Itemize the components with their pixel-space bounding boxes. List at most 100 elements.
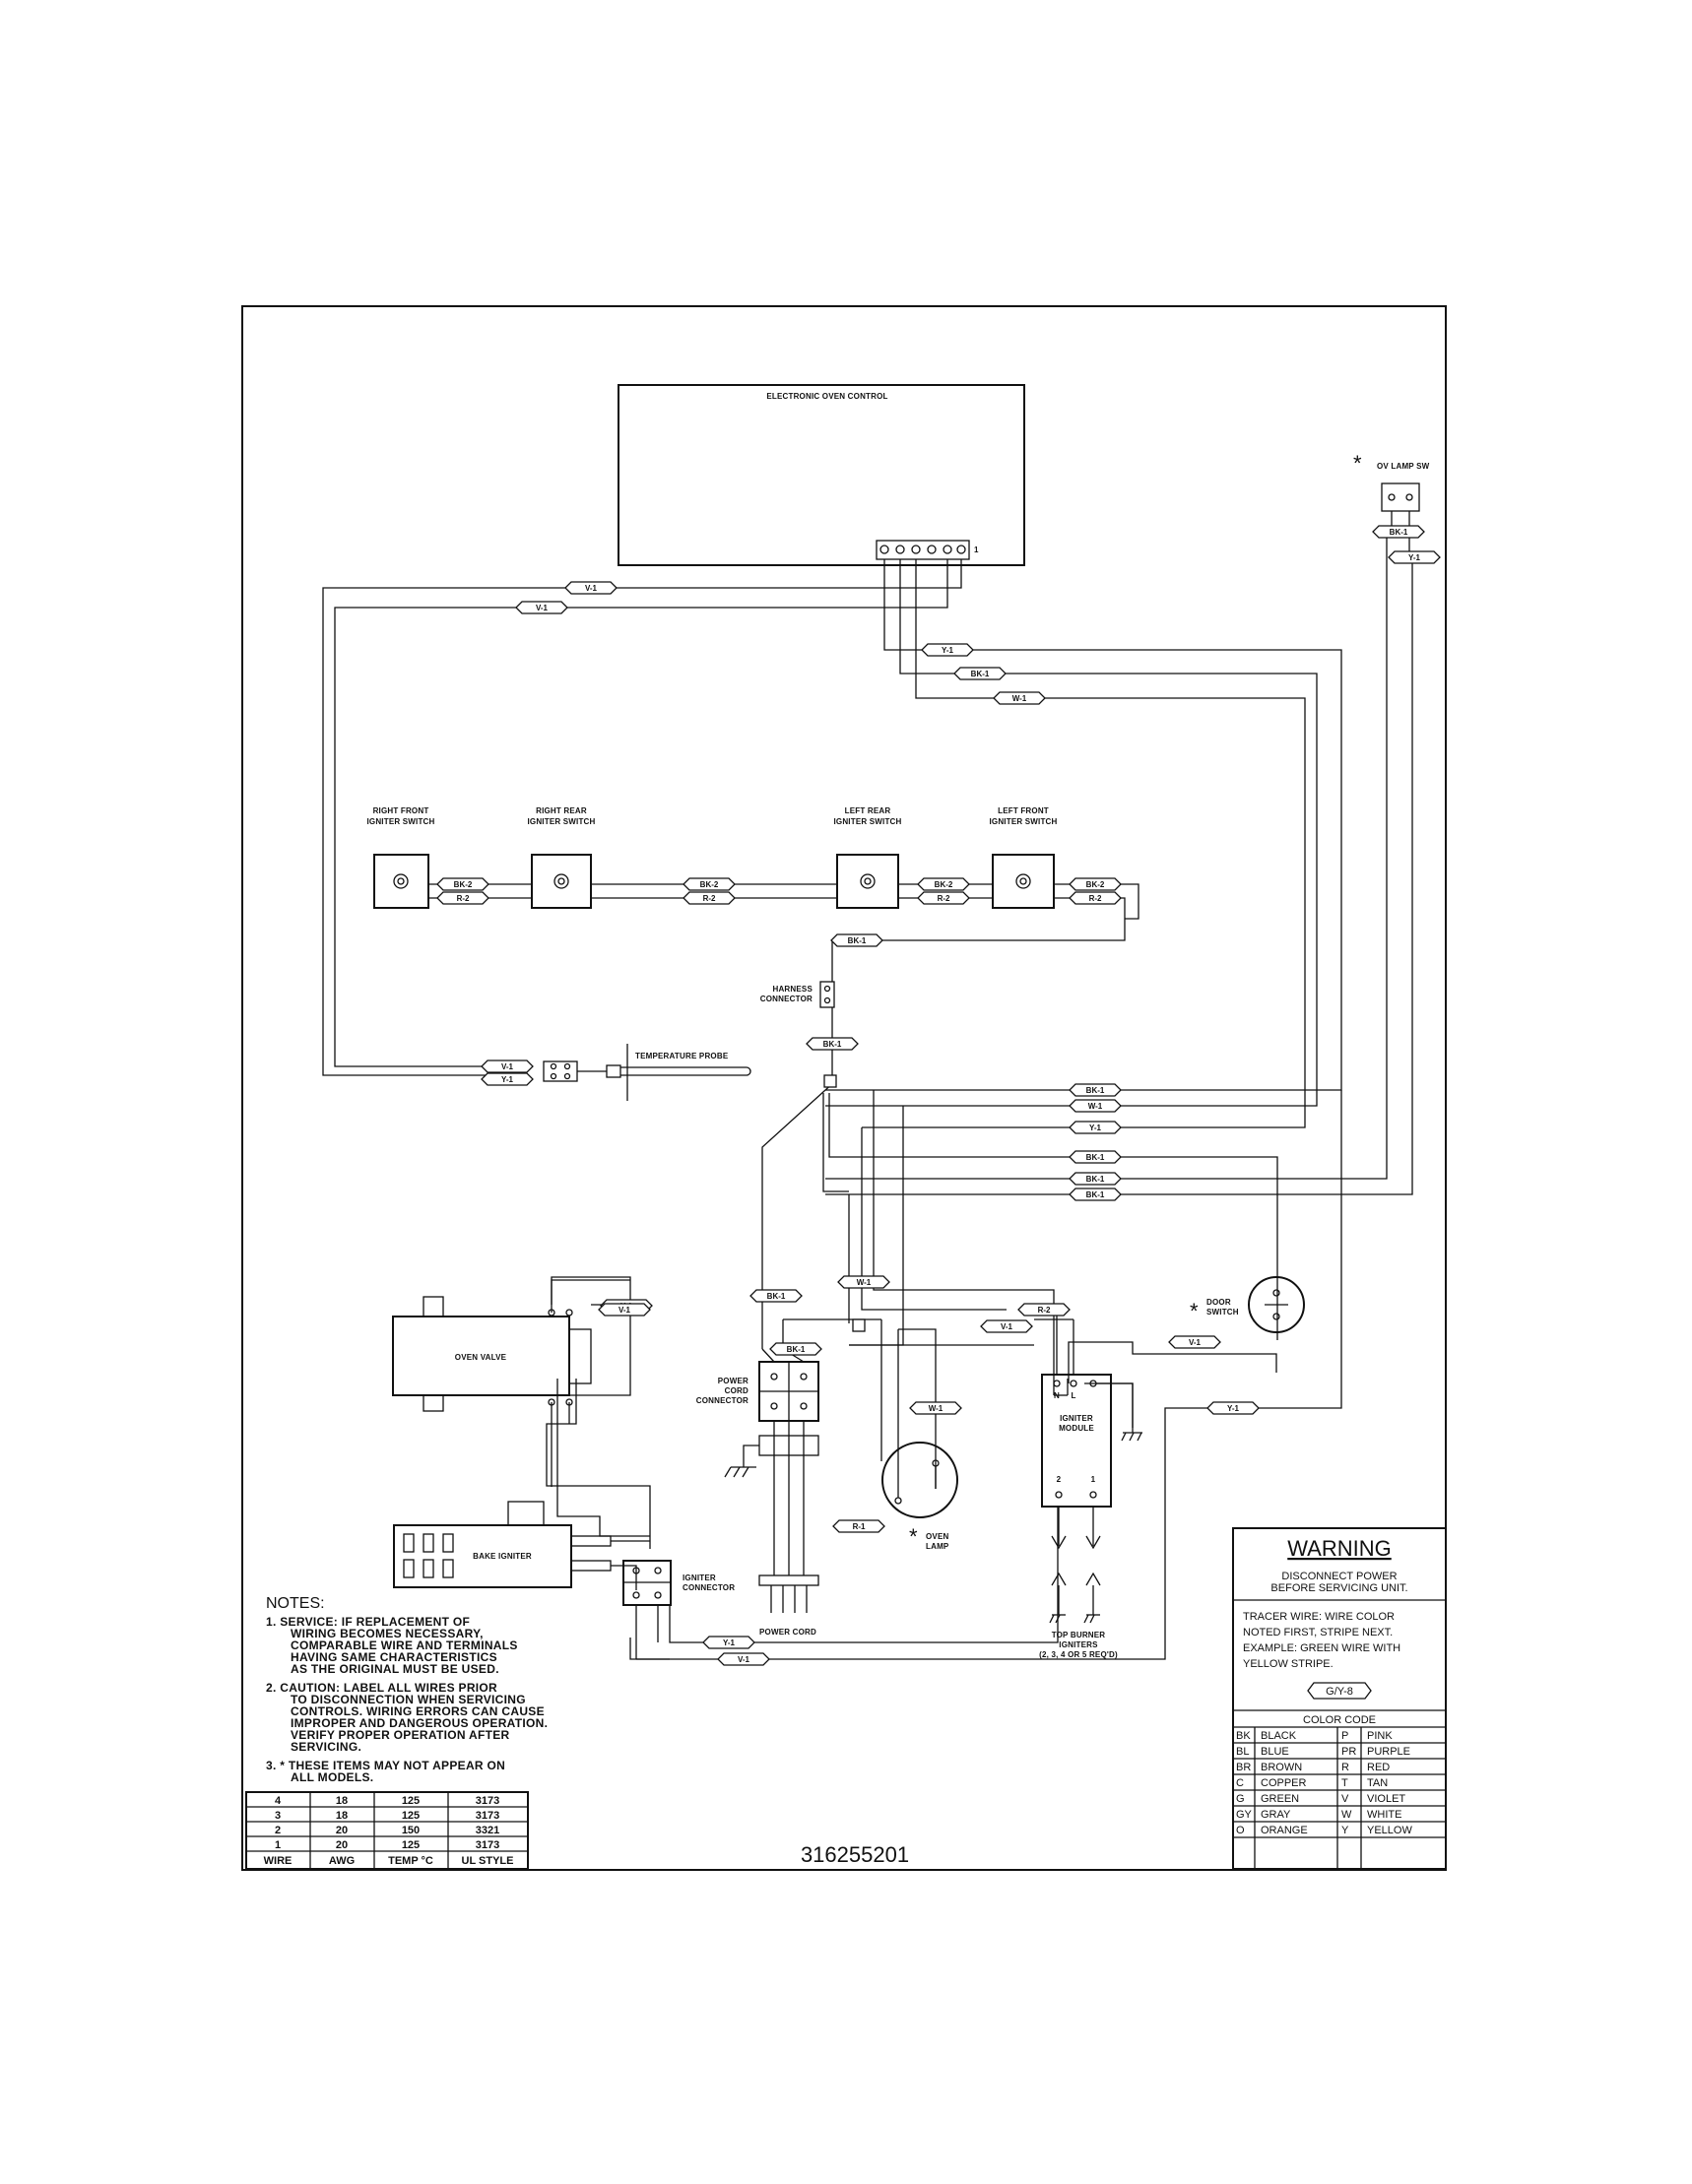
color-abbr: BL bbox=[1236, 1746, 1249, 1758]
color-abbr: C bbox=[1236, 1777, 1244, 1789]
wire-label: BK-1 bbox=[1086, 1153, 1105, 1162]
wire-label: Y-1 bbox=[1227, 1404, 1240, 1413]
note-1-line-4: HAVING SAME CHARACTERISTICS bbox=[291, 1650, 497, 1664]
color-name: GRAY bbox=[1261, 1809, 1291, 1821]
wire-label: Y-1 bbox=[723, 1638, 736, 1647]
tracer-line-3: EXAMPLE: GREEN WIRE WITH bbox=[1243, 1642, 1400, 1654]
color-name: ORANGE bbox=[1261, 1825, 1308, 1836]
lr-igniter-label-2: IGNITER SWITCH bbox=[833, 817, 901, 826]
asterisk-mark: * bbox=[1353, 451, 1362, 476]
wire-row-3-ul: 3321 bbox=[476, 1825, 499, 1836]
wire-label: V-1 bbox=[536, 604, 549, 612]
tracer-line-2: NOTED FIRST, STRIPE NEXT. bbox=[1243, 1627, 1393, 1638]
wire-header-wire: WIRE bbox=[264, 1855, 293, 1867]
wire-label: R-2 bbox=[703, 894, 716, 903]
part-number: 316255201 bbox=[801, 1842, 909, 1867]
bake-igniter-label: BAKE IGNITER bbox=[473, 1552, 532, 1561]
color-name: COPPER bbox=[1261, 1777, 1307, 1789]
color-name: VIOLET bbox=[1367, 1793, 1405, 1805]
color-code-title: COLOR CODE bbox=[1303, 1714, 1376, 1726]
control-label: ELECTRONIC OVEN CONTROL bbox=[766, 392, 887, 401]
color-abbr: O bbox=[1236, 1825, 1245, 1836]
wire-label: BK-1 bbox=[1086, 1175, 1105, 1184]
module-label-1: IGNITER bbox=[1060, 1414, 1093, 1423]
color-abbr: BR bbox=[1236, 1762, 1251, 1773]
color-abbr: PR bbox=[1341, 1746, 1356, 1758]
wire-row-1-wire: 4 bbox=[275, 1795, 282, 1807]
color-abbr: R bbox=[1341, 1762, 1349, 1773]
top-burner-label-1: TOP BURNER bbox=[1052, 1631, 1106, 1639]
note-2-line-1: 2. CAUTION: LABEL ALL WIRES PRIOR bbox=[266, 1681, 497, 1695]
wire-label: R-2 bbox=[457, 894, 470, 903]
wire-header-temp: TEMP °C bbox=[388, 1855, 433, 1867]
note-2-line-4: IMPROPER AND DANGEROUS OPERATION. bbox=[291, 1716, 548, 1730]
note-1-line-3: COMPARABLE WIRE AND TERMINALS bbox=[291, 1638, 518, 1652]
door-asterisk: * bbox=[1190, 1299, 1199, 1323]
color-abbr: T bbox=[1341, 1777, 1348, 1789]
wire-label: Y-1 bbox=[501, 1075, 514, 1084]
oven-valve: OVEN VALVE bbox=[392, 1279, 630, 1487]
junction-node bbox=[852, 1318, 866, 1332]
color-name: WHITE bbox=[1367, 1809, 1401, 1821]
power-cord-label: POWER CORD bbox=[759, 1628, 816, 1637]
wire-label: W-1 bbox=[1088, 1102, 1103, 1111]
wire-row-4-temp: 125 bbox=[402, 1839, 420, 1851]
rr-igniter-label-1: RIGHT REAR bbox=[536, 806, 587, 815]
rf-igniter-label-1: RIGHT FRONT bbox=[373, 806, 429, 815]
color-name: BLACK bbox=[1261, 1730, 1297, 1742]
wire-label: W-1 bbox=[857, 1278, 872, 1287]
tracer-example: G/Y-8 bbox=[1326, 1686, 1353, 1698]
warning-line-2: BEFORE SERVICING UNIT. bbox=[1270, 1582, 1407, 1594]
wire-label: BK-2 bbox=[700, 880, 719, 889]
wire-label: BK-1 bbox=[971, 670, 990, 678]
wire-spec-table: 4 18 125 3173 3 18 125 3173 2 20 150 332… bbox=[245, 1791, 529, 1870]
wire-header-awg: AWG bbox=[329, 1855, 355, 1867]
wire-label: Y-1 bbox=[942, 646, 954, 655]
lf-igniter-label-2: IGNITER SWITCH bbox=[989, 817, 1057, 826]
wire-row-2-ul: 3173 bbox=[476, 1810, 499, 1822]
wire-labels: V-1 V-1 Y-1 BK-1 W-1 BK-1 Y-1 BK-2 R-2 B… bbox=[436, 525, 1441, 1666]
note-3-line-1: 3. * THESE ITEMS MAY NOT APPEAR ON bbox=[266, 1759, 505, 1772]
wire-label: W-1 bbox=[1012, 694, 1027, 703]
wire-row-4-awg: 20 bbox=[336, 1839, 348, 1851]
diagram-border bbox=[241, 305, 1447, 1871]
wire-label: BK-1 bbox=[787, 1345, 806, 1354]
top-burner-label-3: (2, 3, 4 OR 5 REQ'D) bbox=[1039, 1650, 1118, 1659]
temperature-probe: TEMPERATURE PROBE bbox=[543, 1044, 751, 1101]
wire-label: BK-1 bbox=[823, 1040, 842, 1049]
note-2-line-2: TO DISCONNECTION WHEN SERVICING bbox=[291, 1693, 526, 1706]
igniter-switches: RIGHT FRONT IGNITER SWITCH RIGHT REAR IG… bbox=[366, 806, 1057, 909]
wire-label: V-1 bbox=[618, 1306, 631, 1315]
pcc-label-1: POWER bbox=[718, 1377, 748, 1385]
note-3-line-2: ALL MODELS. bbox=[291, 1770, 373, 1784]
wire-label: Y-1 bbox=[1408, 553, 1421, 562]
wire-label: W-1 bbox=[929, 1404, 944, 1413]
wire-row-2-awg: 18 bbox=[336, 1810, 348, 1822]
color-abbr: G bbox=[1236, 1793, 1245, 1805]
warning-box: WARNING DISCONNECT POWER BEFORE SERVICIN… bbox=[1232, 1527, 1447, 1870]
wire-label: R-1 bbox=[853, 1522, 866, 1531]
wire-label: BK-2 bbox=[454, 880, 473, 889]
lr-igniter-label-1: LEFT REAR bbox=[845, 806, 891, 815]
warning-line-1: DISCONNECT POWER bbox=[1281, 1571, 1397, 1582]
wire-row-2-wire: 3 bbox=[275, 1810, 281, 1822]
note-1-line-5: AS THE ORIGINAL MUST BE USED. bbox=[291, 1662, 499, 1676]
igniter-module: N L IGNITER MODULE 2 1 TOP BURNER IGNITE… bbox=[1034, 1310, 1142, 1659]
wire-row-4-ul: 3173 bbox=[476, 1839, 499, 1851]
color-abbr: W bbox=[1341, 1809, 1352, 1821]
pcc-label-3: CONNECTOR bbox=[696, 1396, 748, 1405]
wire-header-ul: UL STYLE bbox=[462, 1855, 514, 1867]
wire-label: BK-2 bbox=[935, 880, 953, 889]
wire-label: V-1 bbox=[501, 1062, 514, 1071]
module-pin-n: N bbox=[1054, 1391, 1060, 1400]
igniter-connector-label-2: CONNECTOR bbox=[683, 1583, 735, 1592]
wiring bbox=[322, 511, 1413, 1660]
electronic-oven-control: ELECTRONIC OVEN CONTROL 1 bbox=[618, 384, 1025, 566]
color-name: YELLOW bbox=[1367, 1825, 1412, 1836]
wire-label: BK-1 bbox=[767, 1292, 786, 1301]
terminal-one-label: 1 bbox=[974, 546, 979, 554]
tracer-line-4: YELLOW STRIPE. bbox=[1243, 1658, 1334, 1670]
wire-label: BK-1 bbox=[848, 936, 867, 945]
wire-label: BK-2 bbox=[1086, 880, 1105, 889]
